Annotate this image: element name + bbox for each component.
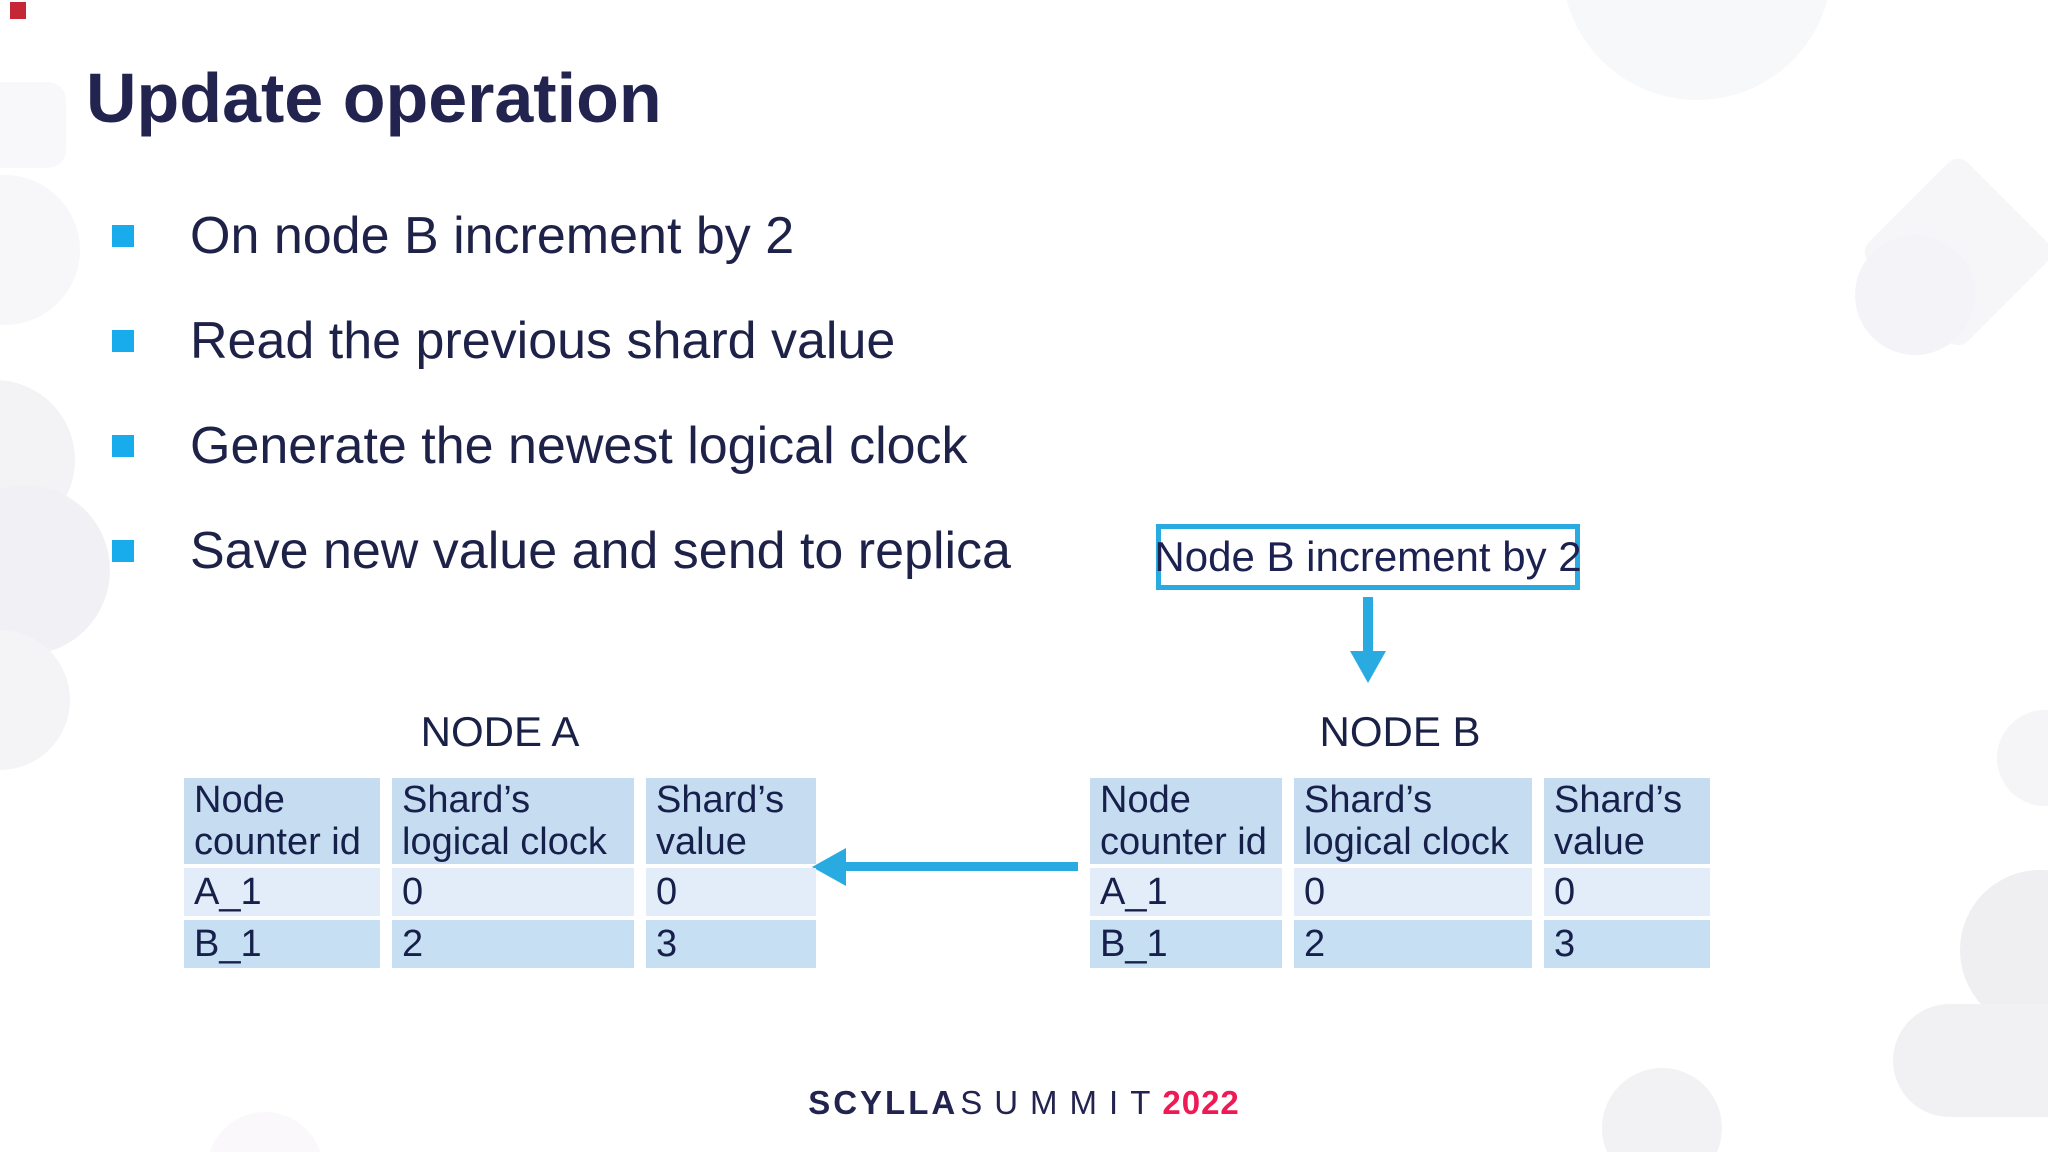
header-line: value [656,821,747,863]
header-line: Shard’s [1554,779,1683,821]
table-cell: 2 [392,920,634,968]
bullet-text: On node B increment by 2 [190,207,795,265]
background-blob [0,82,66,168]
brand-scylla: SCYLLA [808,1084,959,1121]
header-line: Shard’s [1304,779,1433,821]
table-header-cell: Node counter id [1090,778,1282,864]
node-a-label: NODE A [420,708,580,755]
header-line: counter id [1100,821,1267,863]
bullet-list: On node B increment by 2 Read the previo… [112,210,1011,630]
table-header-cell: Node counter id [184,778,380,864]
background-blob [1893,1004,2048,1117]
header-line: logical clock [402,821,607,863]
list-item: Read the previous shard value [112,315,1011,367]
background-blob [0,485,110,655]
header-line: counter id [194,821,361,863]
bullet-square-icon [112,435,134,457]
table-cell: 0 [1294,868,1532,916]
bullet-text: Generate the newest logical clock [190,417,968,475]
table-header-cell: Shard’s logical clock [1294,778,1532,864]
bullet-text: Save new value and send to replica [190,522,1011,580]
header-line: Node [1100,779,1191,821]
header-line: Node [194,779,285,821]
bullet-square-icon [112,540,134,562]
background-blob [1997,710,2048,806]
brand-summit: SUMMIT [960,1084,1163,1121]
node-b-label: NODE B [1319,708,1481,755]
table-cell: 3 [1544,920,1710,968]
table-cell: 0 [392,868,634,916]
header-line: logical clock [1304,821,1509,863]
down-arrowhead-icon [1350,651,1386,683]
node-b-table: Node counter id Shard’s logical clock Sh… [1090,778,1710,968]
table-cell: 0 [646,868,816,916]
list-item: On node B increment by 2 [112,210,1011,262]
background-blob [0,630,70,770]
background-blob [1562,0,1832,100]
table-cell: 3 [646,920,816,968]
table-header-cell: Shard’s value [646,778,816,864]
table-cell: A_1 [1090,868,1282,916]
header-line: Shard’s [656,779,785,821]
table-cell: 0 [1544,868,1710,916]
red-artifact [10,2,26,19]
bullet-text: Read the previous shard value [190,312,896,370]
down-arrow-icon [1363,597,1373,653]
list-item: Generate the newest logical clock [112,420,1011,472]
left-arrow-icon [844,862,1078,871]
footer-logo: SCYLLASUMMIT2022 [0,1084,2048,1122]
page-title: Update operation [86,59,662,137]
bullet-square-icon [112,225,134,247]
table-header-cell: Shard’s logical clock [392,778,634,864]
background-blob [1855,235,1975,355]
table-cell: 2 [1294,920,1532,968]
header-line: Shard’s [402,779,531,821]
callout-box: Node B increment by 2 [1154,524,1582,590]
node-a-table: Node counter id Shard’s logical clock Sh… [184,778,816,968]
bullet-square-icon [112,330,134,352]
table-cell: B_1 [1090,920,1282,968]
brand-year: 2022 [1162,1084,1240,1121]
table-header-cell: Shard’s value [1544,778,1710,864]
table-cell: A_1 [184,868,380,916]
left-arrowhead-icon [812,848,846,886]
list-item: Save new value and send to replica [112,525,1011,577]
table-cell: B_1 [184,920,380,968]
background-blob [0,175,80,325]
header-line: value [1554,821,1645,863]
